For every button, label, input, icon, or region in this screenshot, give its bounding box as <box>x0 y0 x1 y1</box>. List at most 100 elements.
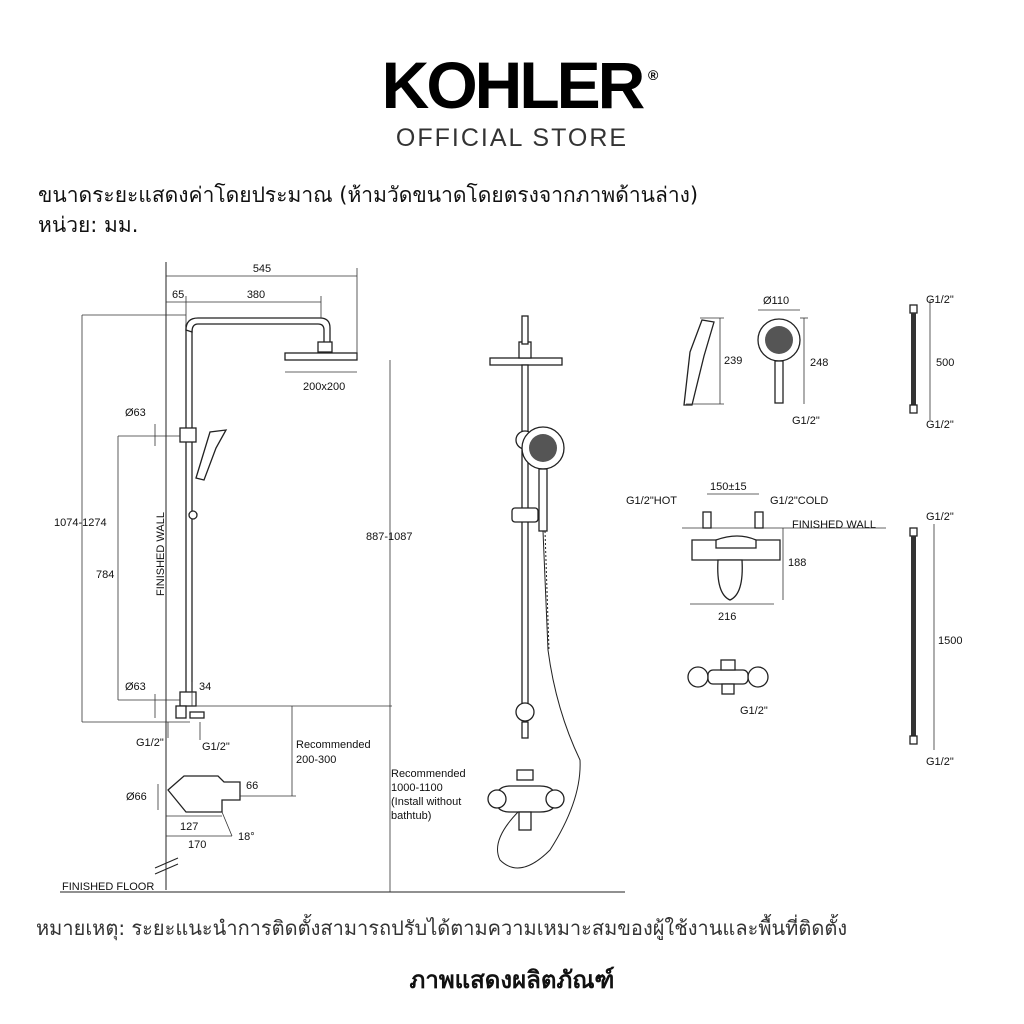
front-view-drawing <box>487 315 581 869</box>
long-hose-nut-bottom <box>909 735 918 745</box>
brand-header: KOHLER® OFFICIAL STORE <box>0 50 1024 153</box>
kohler-logo: KOHLER® <box>381 48 659 122</box>
mixer-finished-wall: FINISHED WALL <box>792 519 876 531</box>
install-note: หมายเหตุ: ระยะแนะนำการติดตั้งสามารถปรับไ… <box>36 916 848 940</box>
dim-label-angle: 18° <box>238 831 255 843</box>
dim-label-hand-thread: G1/2" <box>792 415 820 427</box>
dim-label-g12-right: G1/2" <box>202 741 230 753</box>
short-hose-nut-bottom <box>909 404 918 414</box>
mixer-top-handle <box>720 659 736 671</box>
long-hose-nut-top <box>909 527 918 537</box>
mixer-detail: G1/2"HOT 150±15 G1/2"COLD FINISHED WALL … <box>626 481 886 717</box>
front-riser <box>521 364 529 706</box>
mixer-hot-inlet <box>702 511 712 529</box>
product-caption: ภาพแสดงผลิตภัณฑ์ <box>409 966 615 994</box>
rec-long-note-1: (Install without <box>391 796 461 808</box>
dim-label-248: 248 <box>810 357 828 369</box>
front-spray-face <box>529 434 557 462</box>
break-mark <box>154 857 179 869</box>
short-hose-thread-bottom: G1/2" <box>926 419 954 431</box>
registered-mark: ® <box>648 67 659 83</box>
mixer-cold-label: G1/2"COLD <box>770 495 828 507</box>
front-arm <box>521 315 529 345</box>
mixer-top-outlet <box>721 683 735 695</box>
rec-short-range: 200-300 <box>296 754 336 766</box>
mixer-width: 216 <box>718 611 736 623</box>
dim-label-g12-left: G1/2" <box>136 737 164 749</box>
hand-shower-side <box>195 429 228 481</box>
hand-shower-side-detail <box>683 319 715 406</box>
upper-bracket <box>179 427 197 443</box>
lower-connector <box>175 705 187 719</box>
break-mark <box>154 863 179 875</box>
mixer-top-body <box>707 669 749 685</box>
short-hose-detail: G1/2" 500 G1/2" <box>909 294 954 431</box>
slide-bar-holder <box>188 510 198 520</box>
dim-label-34: 34 <box>199 681 211 693</box>
dimension-note: ขนาดระยะแสดงค่าโดยประมาณ (ห้ามวัดขนาดโดย… <box>38 180 698 240</box>
dim-label-lower-dia: Ø63 <box>125 681 146 693</box>
shower-arm <box>185 317 331 344</box>
hand-shower-front-grip <box>774 360 784 404</box>
mixer-top-flange-left <box>687 666 709 688</box>
short-hose-thread-top: G1/2" <box>926 294 954 306</box>
dim-label-380: 380 <box>247 289 265 301</box>
approximate-note: ขนาดระยะแสดงค่าโดยประมาณ (ห้ามวัดขนาดโดย… <box>38 183 699 207</box>
dim-label-545: 545 <box>253 263 271 275</box>
mixer-height: 188 <box>788 557 806 569</box>
unit-note: หน่วย: มม. <box>38 213 139 237</box>
rain-head <box>284 352 358 361</box>
dim-label-170: 170 <box>188 839 206 851</box>
short-hose-nut-top <box>909 304 918 314</box>
mixer-spout <box>717 559 743 601</box>
rec-long-range: 1000-1100 <box>391 782 443 794</box>
front-mixer-flange-left <box>487 789 507 809</box>
mixer-side-view <box>167 775 241 813</box>
mixer-hot-label: G1/2"HOT <box>626 495 677 507</box>
dim-label-mixer-dia: Ø66 <box>126 791 147 803</box>
logo-text: KOHLER <box>381 48 646 122</box>
dim-label-height-range: 1074-1274 <box>54 517 107 529</box>
front-slide-holder <box>511 507 539 523</box>
angle-line <box>221 811 233 837</box>
arm-joint <box>317 341 333 353</box>
mixer-lever <box>715 535 757 549</box>
long-hose-detail: G1/2" 1500 G1/2" <box>909 511 962 768</box>
mixer-outlet-thread: G1/2" <box>740 705 768 717</box>
dim-label-bracket-dia: Ø63 <box>125 407 146 419</box>
mixer-cold-inlet <box>754 511 764 529</box>
dim-label-127: 127 <box>180 821 198 833</box>
rec-long-label: Recommended <box>391 768 466 780</box>
hand-shower-spray-face <box>765 326 793 354</box>
mixer-top-flange-right <box>747 666 769 688</box>
long-hose-thread-top: G1/2" <box>926 511 954 523</box>
finished-floor-label: FINISHED FLOOR <box>62 881 154 893</box>
front-lower-pipe <box>521 721 529 739</box>
finished-wall-label: FINISHED WALL <box>155 512 167 596</box>
front-mixer-handle <box>516 769 534 781</box>
front-mixer-spout <box>518 811 532 831</box>
short-hose-length: 500 <box>936 357 954 369</box>
long-hose-length: 1500 <box>938 635 962 647</box>
front-rain-head <box>489 357 563 366</box>
hand-shower-detail: 239 Ø110 248 G1/2" <box>683 295 828 427</box>
rec-long-note-2: bathtub) <box>391 810 431 822</box>
front-hand-shower-grip <box>538 468 548 532</box>
long-hose-body <box>911 536 916 736</box>
store-text: OFFICIAL STORE <box>395 124 629 152</box>
dim-label-head-height: 887-1087 <box>366 531 413 543</box>
rec-short-label: Recommended <box>296 739 371 751</box>
short-hose-body <box>911 313 916 405</box>
dim-label-239: 239 <box>724 355 742 367</box>
dim-label-784: 784 <box>96 569 114 581</box>
side-view-drawing: 545 65 380 200x200 Ø63 1074-1274 784 FIN… <box>54 262 625 893</box>
front-hose <box>497 530 581 869</box>
front-mixer-flange-right <box>545 789 565 809</box>
long-hose-thread-bottom: G1/2" <box>926 756 954 768</box>
dim-label-dia-110: Ø110 <box>763 295 789 307</box>
dim-label-65: 65 <box>172 289 184 301</box>
lower-bracket <box>179 691 197 707</box>
mixer-center-distance: 150±15 <box>710 481 747 493</box>
front-lower-bracket <box>515 702 535 722</box>
